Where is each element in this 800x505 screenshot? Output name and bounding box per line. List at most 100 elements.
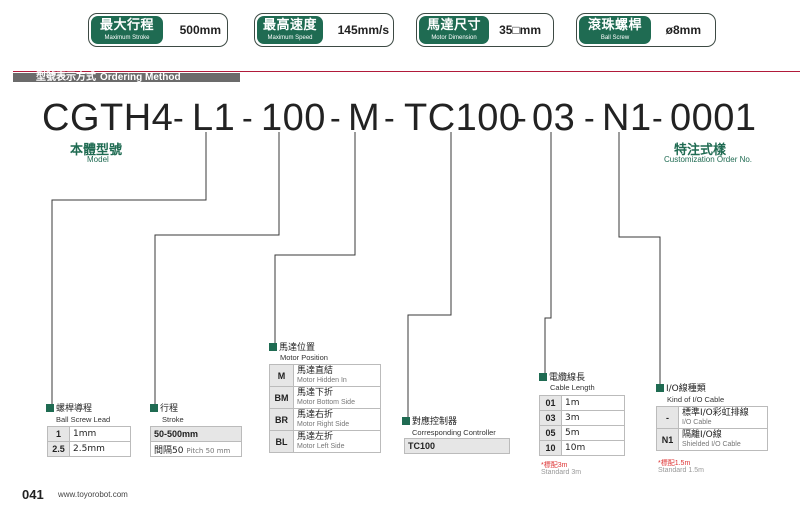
spec-tag: 最大行程 Maximum Stroke	[91, 16, 163, 44]
code-separator: -	[652, 100, 664, 136]
io-code: -	[656, 406, 679, 429]
controller-value: TC100	[404, 438, 510, 454]
bullet-square-icon	[150, 404, 158, 412]
cable-note: *標配3m	[541, 460, 567, 470]
motor-option-en: Motor Left Side	[297, 443, 345, 450]
spec-pill-max-speed: 最高速度 Maximum Speed 145mm/s	[254, 13, 394, 47]
lead-value: 1mm	[69, 426, 131, 442]
spec-value: 500mm	[179, 23, 221, 37]
connector-controller	[407, 132, 452, 417]
stroke-table: 50-500mm 間隔50 Pitch 50 mm	[150, 426, 242, 457]
motor-code: BR	[269, 408, 294, 431]
code-separator: -	[584, 100, 596, 136]
lead-code: 1	[47, 426, 70, 442]
spec-tag: 最高速度 Maximum Speed	[257, 16, 323, 44]
code-separator: -	[516, 100, 528, 136]
motor-option-en: Motor Bottom Side	[297, 399, 355, 406]
connector-motor	[274, 132, 356, 343]
custom-label-en: Customization Order No.	[664, 155, 753, 164]
lead-value: 2.5mm	[69, 441, 131, 457]
stroke-pitch-en: Pitch 50 mm	[186, 446, 231, 455]
code-controller: TC100	[404, 97, 521, 139]
spec-label-zh: 馬達尺寸	[426, 18, 481, 33]
spec-label-zh: 最高速度	[262, 18, 317, 33]
code-io: N1	[602, 97, 652, 139]
spec-label-zh: 滾珠螺桿	[587, 18, 642, 33]
controller-table: TC100	[404, 438, 510, 454]
spec-label-en: Maximum Speed	[267, 35, 313, 41]
connector-cable	[544, 132, 552, 373]
motor-option-zh: 馬達直結	[297, 366, 334, 376]
bullet-square-icon	[402, 417, 410, 425]
code-model: CGTH4	[42, 97, 174, 139]
section-title-en: Ordering Method	[100, 72, 181, 83]
io-title: I/O線種類	[656, 384, 706, 395]
io-title-en: Kind of I/O Cable	[667, 395, 725, 404]
code-stroke: 100	[261, 97, 326, 139]
lead-code: 2.5	[47, 441, 70, 457]
io-option-zh: 隔離I/O線	[682, 430, 722, 440]
io-note-zh: *標配1.5m	[658, 460, 691, 467]
spec-label-en: Ball Screw	[600, 35, 630, 41]
spec-pill-max-stroke: 最大行程 Maximum Stroke 500mm	[88, 13, 228, 47]
code-motor: M	[348, 97, 381, 139]
model-label-en: Model	[87, 155, 109, 164]
table-row: TC100	[404, 438, 510, 454]
spec-tag: 馬達尺寸 Motor Dimension	[419, 16, 489, 44]
cable-value: 1m	[561, 395, 625, 411]
code-separator: -	[384, 100, 396, 136]
controller-title-zh: 對應控制器	[412, 417, 458, 427]
spec-value: ø8mm	[665, 23, 701, 37]
bullet-square-icon	[656, 384, 664, 392]
footer-url: www.toyorobot.com	[58, 490, 128, 499]
custom-label-zh: 特注式樣	[674, 143, 727, 158]
motor-option-zh: 馬達右折	[297, 410, 334, 420]
cable-code: 05	[539, 425, 562, 441]
spec-value: 145mm/s	[337, 23, 389, 37]
spec-pill-ball-screw: 滾珠螺桿 Ball Screw ø8mm	[576, 13, 716, 47]
io-option-en: I/O Cable	[682, 419, 712, 426]
cable-title-zh: 電纜線長	[549, 373, 586, 383]
io-note-en: Standard 1.5m	[658, 467, 704, 474]
lead-title-en: Ball Screw Lead	[56, 415, 111, 424]
page-number: 041	[22, 487, 44, 502]
motor-code: BM	[269, 386, 294, 409]
table-row: 間隔50 Pitch 50 mm	[150, 441, 242, 457]
stroke-title-en: Stroke	[162, 415, 184, 424]
motor-title-en: Motor Position	[280, 353, 328, 362]
connector-stroke	[154, 132, 280, 404]
cable-value: 3m	[561, 410, 625, 426]
spec-label-en: Maximum Stroke	[104, 35, 150, 41]
cable-value: 10m	[561, 440, 625, 456]
controller-title-en: Corresponding Controller	[412, 428, 496, 437]
stroke-range: 50-500mm	[150, 426, 242, 442]
io-option-en: Shielded I/O Cable	[682, 441, 741, 448]
spec-value: 35□mm	[499, 23, 541, 37]
cable-code: 03	[539, 410, 562, 426]
stroke-title-zh: 行程	[160, 404, 179, 414]
code-separator: -	[330, 100, 342, 136]
stroke-title: 行程	[150, 404, 178, 415]
io-code: N1	[656, 428, 679, 451]
io-option-zh: 標準I/O彩虹排線	[682, 408, 749, 418]
cable-title-en: Cable Length	[550, 383, 595, 392]
cable-title: 電纜線長	[539, 373, 585, 384]
table-row: 50-500mm	[150, 426, 242, 442]
